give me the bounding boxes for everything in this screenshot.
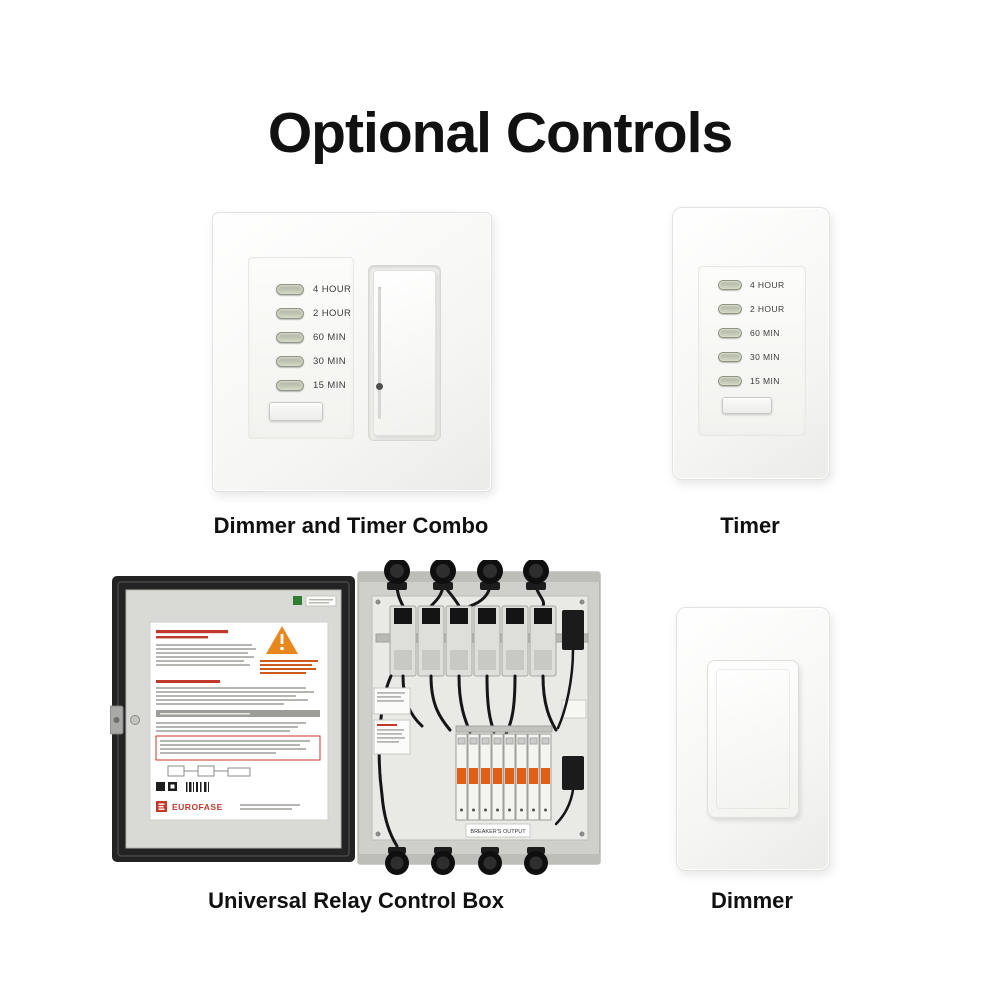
timer-led-button — [276, 308, 304, 319]
timer-row: 60 MIN — [276, 332, 351, 343]
warning-triangle-icon — [266, 626, 298, 654]
relay-control-box: EUROFASE — [109, 558, 602, 875]
barcode — [186, 782, 209, 792]
timer-led-label: 2 HOUR — [313, 308, 352, 319]
page-title: Optional Controls — [267, 101, 733, 165]
caption-dimmer: Dimmer — [711, 888, 793, 913]
breakers-output-tag: BREAKER'S OUTPUT — [465, 823, 531, 838]
breaker-bank — [455, 725, 553, 821]
timer-led-label: 15 MIN — [313, 380, 347, 391]
combo-plate: 4 HOUR 2 HOUR 60 MIN 30 MIN 15 MIN — [212, 212, 492, 492]
timer-led-button — [718, 280, 742, 290]
dimmer-slider-handle — [376, 383, 383, 390]
cable-glands-bottom — [385, 847, 548, 875]
caption-timer: Timer — [720, 513, 780, 538]
timer-led-button — [718, 328, 742, 338]
timer-led-button — [276, 332, 304, 343]
caption-relay-box: Universal Relay Control Box — [208, 888, 504, 913]
dimmer-plate — [676, 607, 830, 871]
wiring-diagram — [167, 765, 251, 777]
timer-led-label: 30 MIN — [313, 356, 347, 367]
timer-led-label: 4 HOUR — [313, 284, 352, 295]
certification-sticker — [293, 596, 302, 605]
timer-row: 15 MIN — [718, 376, 785, 386]
timer-led-button — [276, 284, 304, 295]
timer-row: 30 MIN — [718, 352, 785, 362]
timer-row: 4 HOUR — [718, 280, 785, 290]
timer-led-label: 60 MIN — [750, 328, 780, 338]
relay-modules — [389, 605, 557, 677]
timer-led-label: 30 MIN — [750, 352, 780, 362]
brand-text: EUROFASE — [172, 802, 223, 812]
cable-glands-top — [384, 558, 549, 590]
dimmer-rocker-opening — [368, 265, 441, 441]
breakers-output-label: BREAKER'S OUTPUT — [470, 829, 526, 835]
brand-logo — [156, 801, 167, 812]
caption-combo: Dimmer and Timer Combo — [213, 513, 489, 538]
timer-plate: 4 HOUR 2 HOUR 60 MIN 30 MIN 15 MIN — [672, 207, 830, 480]
timer-row: 60 MIN — [718, 328, 785, 338]
control-box-enclosure: BREAKER'S OUTPUT — [357, 558, 601, 875]
timer-led-label: 15 MIN — [750, 376, 780, 386]
timer-set-button — [269, 402, 323, 421]
timer-led-button — [276, 356, 304, 367]
timer-led-label: 60 MIN — [313, 332, 347, 343]
interior-labels — [373, 687, 411, 755]
dimmer-paddle — [373, 270, 436, 436]
spec-label: EUROFASE — [149, 621, 329, 821]
timer-button-column: 4 HOUR 2 HOUR 60 MIN 30 MIN 15 MIN — [718, 280, 785, 386]
timer-row: 15 MIN — [276, 380, 351, 391]
side-connectors — [554, 610, 587, 826]
timer-led-button — [718, 376, 742, 386]
control-box-door: EUROFASE — [109, 576, 355, 862]
timer-row: 2 HOUR — [276, 308, 352, 319]
timer-led-label: 2 HOUR — [750, 304, 785, 314]
timer-row: 2 HOUR — [718, 304, 785, 314]
combo-timer-button-column: 4 HOUR 2 HOUR 60 MIN 30 MIN 15 MIN — [276, 284, 352, 391]
relay-box-illustration: EUROFASE — [109, 558, 601, 875]
timer-set-button — [722, 397, 772, 414]
dimmer-paddle — [707, 660, 799, 818]
timer-row: 30 MIN — [276, 356, 351, 367]
timer-led-label: 4 HOUR — [750, 280, 785, 290]
timer-led-button — [718, 304, 742, 314]
timer-led-button — [718, 352, 742, 362]
door-latch — [130, 715, 140, 725]
timer-led-button — [276, 380, 304, 391]
dimmer-slider-track — [376, 287, 383, 419]
timer-row: 4 HOUR — [276, 284, 352, 295]
